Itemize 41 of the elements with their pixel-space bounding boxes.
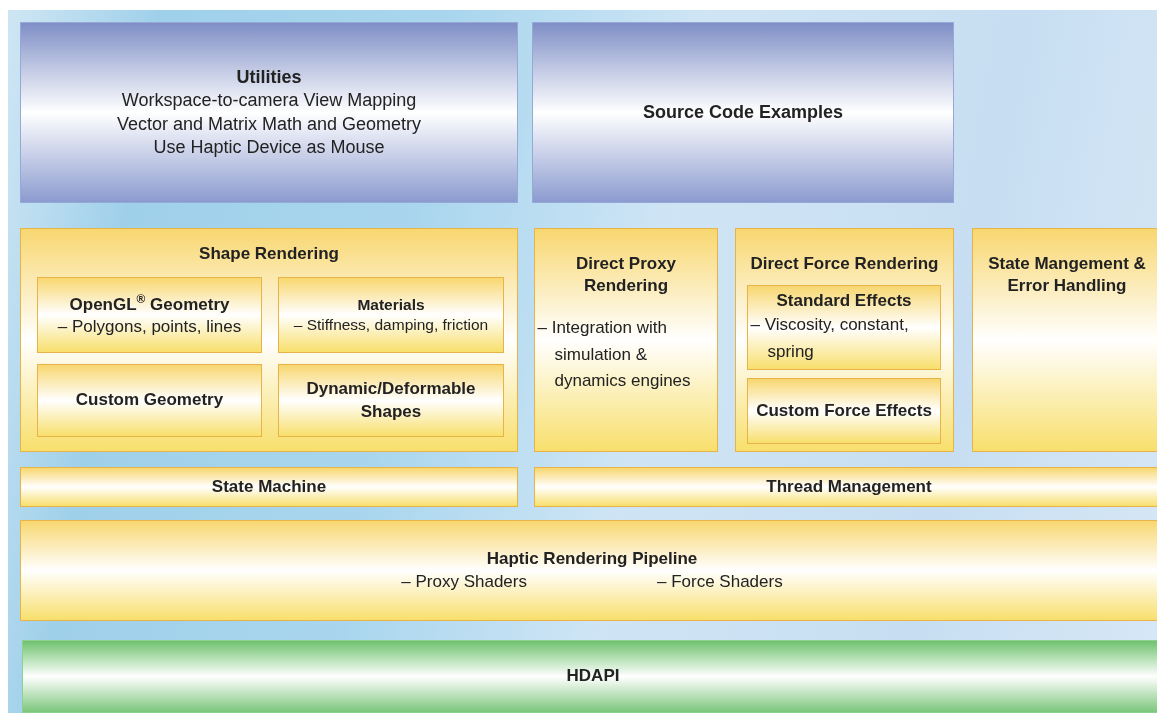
module-box bbox=[37, 364, 262, 437]
module-title: State Mangement & Error Handling bbox=[987, 253, 1147, 298]
module-title: OpenGL$^{®}$ Geometry bbox=[69, 292, 230, 316]
module-detail: Use Haptic Device as Mouse bbox=[153, 135, 385, 159]
module-title: Utilities bbox=[236, 65, 302, 89]
module-title: Direct Force Rendering bbox=[750, 253, 939, 275]
module-detail: Workspace-to-camera View Mapping bbox=[121, 89, 417, 113]
module-detail: – Integration with simulation & dynamics engines bbox=[537, 317, 692, 392]
module-title: Materials bbox=[357, 294, 425, 315]
module-detail: – Polygons, points, lines bbox=[57, 315, 242, 338]
module-detail: Vector and Matrix Math and Geometry bbox=[116, 112, 422, 136]
module-detail: – Stiffness, damping, friction bbox=[293, 315, 489, 335]
module-title: State Machine bbox=[211, 475, 327, 498]
module-detail: – Force Shaders bbox=[657, 570, 783, 593]
module-box bbox=[20, 467, 518, 507]
module-box bbox=[278, 277, 504, 353]
module-box bbox=[20, 228, 518, 452]
module-box bbox=[37, 277, 262, 353]
layer-bar bbox=[22, 640, 1157, 713]
module-title: Dynamic/Deformable Shapes bbox=[305, 378, 477, 423]
module-box bbox=[534, 228, 718, 452]
module-title: Standard Effects bbox=[776, 290, 912, 313]
module-title: Source Code Examples bbox=[642, 100, 844, 124]
module-title: Direct Proxy Rendering bbox=[574, 253, 678, 298]
module-box bbox=[735, 228, 954, 452]
module-box bbox=[747, 285, 941, 370]
module-detail: – Viscosity, constant, spring bbox=[750, 314, 910, 363]
module-detail: – Proxy Shaders bbox=[401, 570, 527, 593]
module-box bbox=[534, 467, 1157, 507]
module-title: Custom Geometry bbox=[75, 389, 224, 412]
module-box bbox=[278, 364, 504, 437]
module-panel bbox=[532, 22, 954, 203]
module-title: Custom Force Effects bbox=[756, 399, 932, 422]
module-title: HDAPI bbox=[566, 665, 620, 688]
module-box bbox=[972, 228, 1157, 452]
module-title: Haptic Rendering Pipeline bbox=[486, 548, 698, 571]
module-panel bbox=[20, 22, 518, 203]
module-box bbox=[20, 520, 1157, 621]
module-title: Thread Management bbox=[766, 475, 932, 498]
module-title: Shape Rendering bbox=[199, 243, 339, 265]
module-box bbox=[747, 378, 941, 444]
